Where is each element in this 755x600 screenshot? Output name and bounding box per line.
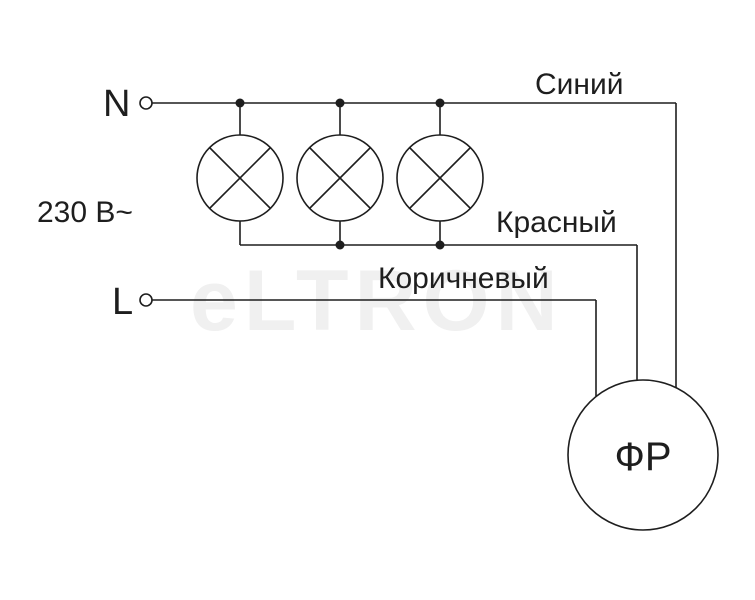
brown-wire-label: Коричневый: [378, 262, 549, 295]
terminal-n: [139, 96, 153, 110]
photo-relay: ФР: [567, 379, 719, 531]
lamp-3: [396, 103, 484, 245]
photo-relay-label: ФР: [614, 435, 671, 479]
terminal-l: [139, 293, 153, 307]
junction-dot: [235, 98, 245, 108]
junction-dot: [435, 240, 445, 250]
terminal-n-label: N: [103, 83, 130, 125]
lamp-1: [196, 103, 284, 245]
blue-wire-label: Синий: [535, 68, 624, 101]
junction-dot: [335, 98, 345, 108]
terminal-l-label: L: [112, 281, 133, 323]
lamp-2: [296, 103, 384, 245]
supply-voltage-label: 230 В~: [37, 196, 133, 229]
junction-dot: [335, 240, 345, 250]
junction-dot: [435, 98, 445, 108]
brown-wire: [152, 299, 597, 396]
watermark: eLTRON: [190, 253, 564, 349]
red-wire-label: Красный: [496, 206, 617, 239]
